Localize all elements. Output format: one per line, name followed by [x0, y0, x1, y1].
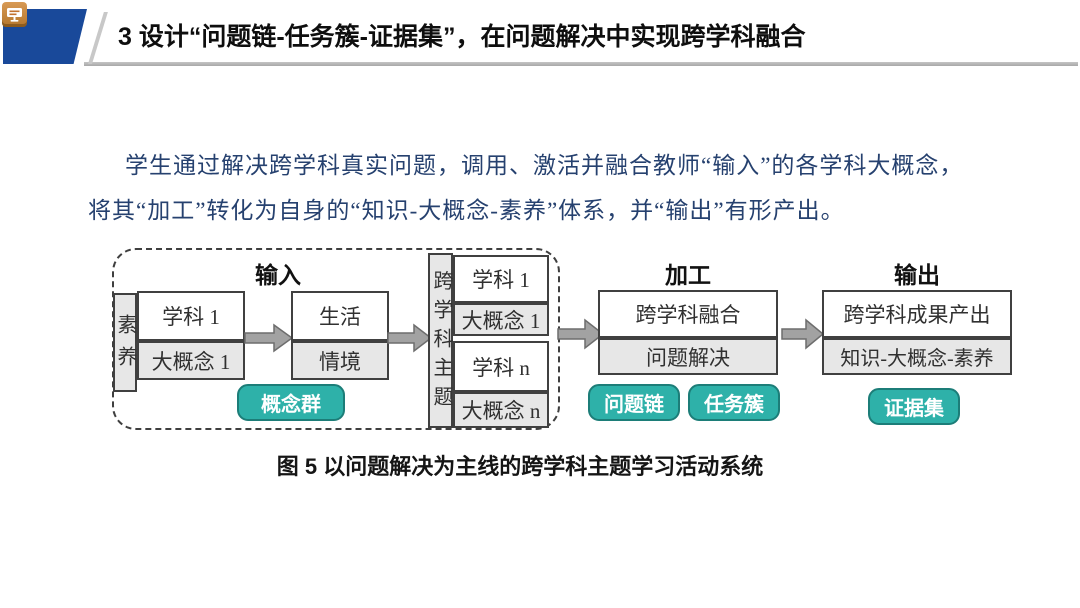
- knowledge-bigidea-competency-box: 知识-大概念-素养: [822, 338, 1012, 375]
- figure-caption: 图 5 以问题解决为主线的跨学科主题学习活动系统: [276, 454, 764, 479]
- theme-big-idean-box: 大概念 n: [453, 392, 549, 428]
- problem-solving-box: 问题解决: [598, 338, 778, 375]
- header-slash-divider: [88, 12, 108, 64]
- competency-vertical-box: 素养: [113, 293, 137, 392]
- flow-arrow-icon: [387, 323, 433, 353]
- subject1-box: 学科 1: [137, 291, 245, 341]
- page-title: 3 设计“问题链-任务簇-证据集”，在问题解决中实现跨学科融合: [118, 23, 806, 51]
- theme-subject1-box: 学科 1: [453, 255, 549, 303]
- flow-arrow-icon: [557, 318, 605, 350]
- fusion-box: 跨学科融合: [598, 290, 778, 338]
- flow-arrow-icon: [244, 323, 294, 353]
- task-cluster-badge: 任务簇: [688, 384, 780, 421]
- header-divider-line: [84, 62, 1078, 66]
- concept-group-badge: 概念群: [237, 384, 345, 421]
- problem-chain-badge: 问题链: [588, 384, 680, 421]
- presentation-board-icon[interactable]: [2, 2, 27, 27]
- intro-line-2: 将其“加工”转化为自身的“知识-大概念-素养”体系，并“输出”有形产出。: [88, 198, 845, 223]
- theme-big-idea1-box: 大概念 1: [453, 303, 549, 336]
- context-box: 情境: [291, 341, 389, 380]
- stage-label-output: 输出: [894, 262, 940, 288]
- evidence-set-badge: 证据集: [868, 388, 960, 425]
- stage-label-process: 加工: [665, 262, 711, 288]
- intro-line-1: 学生通过解决跨学科真实问题，调用、激活并融合教师“输入”的各学科大概念，: [125, 153, 964, 178]
- outcome-box: 跨学科成果产出: [822, 290, 1012, 338]
- life-box: 生活: [291, 291, 389, 341]
- whiteboard-glyph-icon: [7, 8, 22, 22]
- theme-subjectn-box: 学科 n: [453, 341, 549, 392]
- flow-arrow-icon: [781, 318, 825, 350]
- stage-label-input: 输入: [255, 262, 301, 288]
- theme-vertical-box: 跨学科主题: [428, 253, 453, 428]
- big-idea1-box: 大概念 1: [137, 341, 245, 380]
